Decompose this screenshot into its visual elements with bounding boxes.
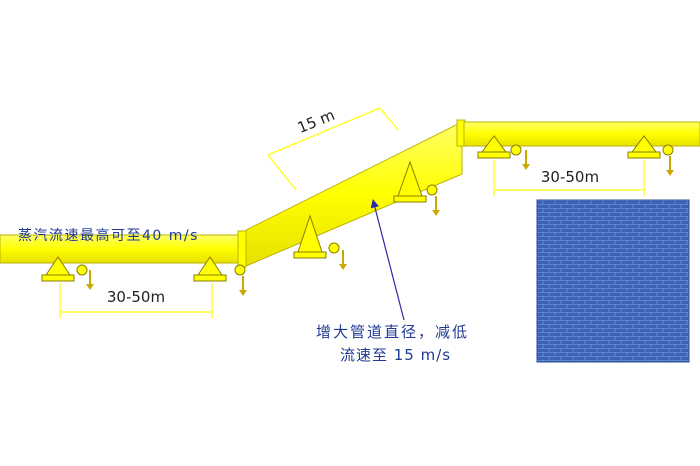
label-span-right: 30-50m bbox=[541, 168, 599, 186]
label-incline-length: 15 m bbox=[295, 106, 337, 137]
support-right-1 bbox=[477, 135, 530, 170]
dimension-incline-length bbox=[267, 107, 399, 191]
annotation-arrow bbox=[370, 199, 405, 321]
support-right-2 bbox=[627, 135, 674, 176]
support-incline-2 bbox=[393, 160, 440, 216]
pipe-left-flange bbox=[237, 230, 247, 268]
dimension-right-span bbox=[493, 160, 645, 196]
note-line-1: 增大管道直径，减低 bbox=[316, 323, 469, 341]
pipe-incline bbox=[245, 121, 463, 267]
support-incline-1 bbox=[293, 214, 347, 270]
label-span-left: 30-50m bbox=[107, 288, 165, 306]
pipe-right bbox=[463, 121, 700, 147]
brick-wall bbox=[536, 199, 690, 363]
support-left-1 bbox=[41, 256, 94, 290]
label-steam-velocity: 蒸汽流速最高可至40 m/s bbox=[18, 227, 199, 244]
support-left-2 bbox=[193, 256, 247, 296]
note-line-2: 流速至 15 m/s bbox=[340, 346, 451, 364]
dimension-left-span bbox=[59, 283, 213, 318]
